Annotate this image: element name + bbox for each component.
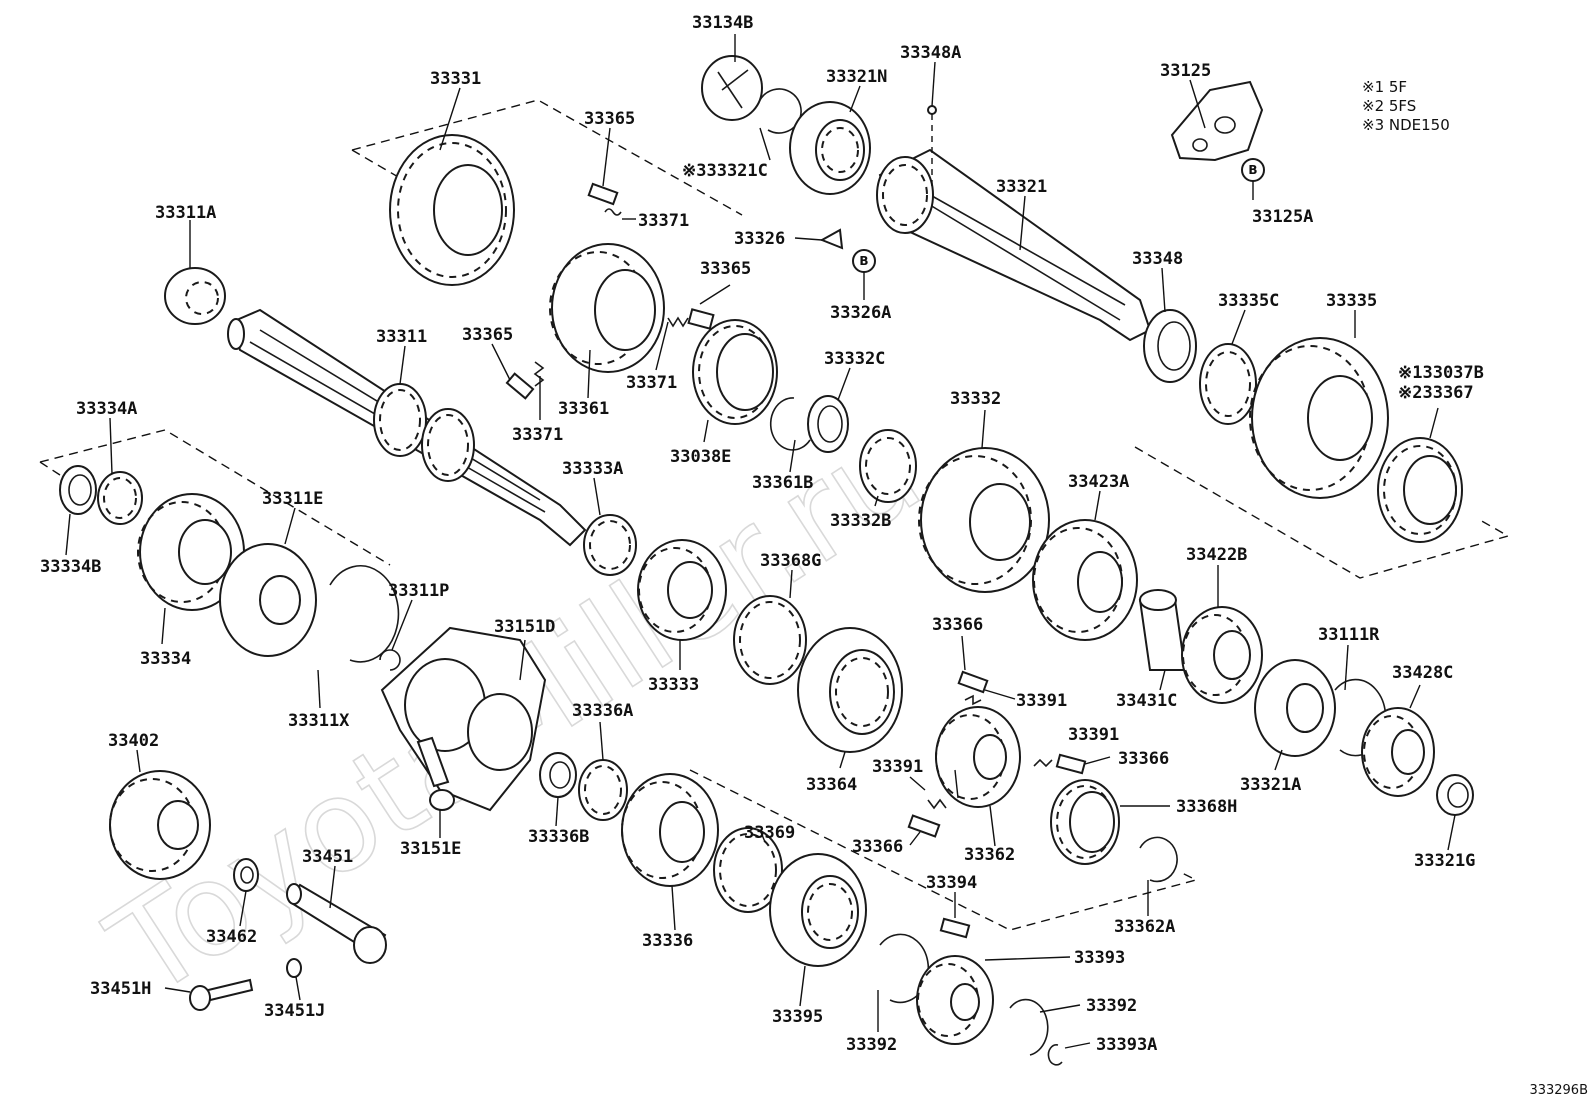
label-33334: 33334 xyxy=(140,649,191,669)
marker-b-group: B B xyxy=(852,158,1265,273)
label-33366-low: 33366 xyxy=(852,837,903,857)
label-33368G: 33368G xyxy=(760,551,821,571)
label-33402: 33402 xyxy=(108,731,159,751)
label-33311X: 33311X xyxy=(288,711,350,731)
label-33362: 33362 xyxy=(964,845,1015,865)
label-33423A: 33423A xyxy=(1068,472,1129,492)
label-33336A: 33336A xyxy=(572,701,633,721)
label-33392-right: 33392 xyxy=(1086,996,1137,1016)
input-shaft-33311 xyxy=(227,308,587,547)
marker-b-text-2: B xyxy=(859,254,868,268)
label-33336B: 33336B xyxy=(528,827,589,847)
label-33369: 33369 xyxy=(744,823,795,843)
label-33333A: 33333A xyxy=(562,459,623,479)
label-33037B: ※133037B xyxy=(1398,363,1484,383)
label-33361: 33361 xyxy=(558,399,609,419)
legend-note-2: ※2 5FS xyxy=(1362,97,1416,115)
output-shaft-33321 xyxy=(876,148,1152,342)
label-33362A: 33362A xyxy=(1114,917,1175,937)
label-33451: 33451 xyxy=(302,847,353,867)
label-33348: 33348 xyxy=(1132,249,1183,269)
label-33365-top: 33365 xyxy=(584,109,635,129)
label-33348A: 33348A xyxy=(900,43,961,63)
label-33134B: 33134B xyxy=(692,13,753,33)
label-33371-mid: 33371 xyxy=(626,373,677,393)
label-33334A: 33334A xyxy=(76,399,137,419)
label-33125A: 33125A xyxy=(1252,207,1313,227)
label-33332: 33332 xyxy=(950,389,1001,409)
label-33367: ※233367 xyxy=(1398,383,1474,403)
label-33371-top: 33371 xyxy=(638,211,689,231)
label-33335: 33335 xyxy=(1326,291,1377,311)
label-33391-low: 33391 xyxy=(872,757,923,777)
label-33326: 33326 xyxy=(734,229,785,249)
label-33321C: ※333321C xyxy=(682,161,768,181)
assembly-outlines xyxy=(39,99,1510,931)
label-33391-mid: 33391 xyxy=(1068,725,1119,745)
part-labels: 33134B 33348A 33321N 33125 33331 33365 ※… xyxy=(40,13,1484,1055)
diagram-reference-code: 333296B xyxy=(1529,1083,1588,1098)
label-33331: 33331 xyxy=(430,69,481,89)
label-33321A: 33321A xyxy=(1240,775,1301,795)
label-33371-left: 33371 xyxy=(512,425,563,445)
label-33321G: 33321G xyxy=(1414,851,1475,871)
legend-note-3: ※3 NDE150 xyxy=(1362,116,1450,134)
label-33333: 33333 xyxy=(648,675,699,695)
label-33451H: 33451H xyxy=(90,979,151,999)
label-33151E: 33151E xyxy=(400,839,461,859)
label-33321N: 33321N xyxy=(826,67,887,87)
label-33422B: 33422B xyxy=(1186,545,1247,565)
label-33311P: 33311P xyxy=(388,581,449,601)
label-33311: 33311 xyxy=(376,327,427,347)
label-33394: 33394 xyxy=(926,873,977,893)
label-33395: 33395 xyxy=(772,1007,823,1027)
label-33111R: 33111R xyxy=(1318,625,1380,645)
label-33335C: 33335C xyxy=(1218,291,1279,311)
label-33125: 33125 xyxy=(1160,61,1211,81)
reverse-shaft-33451 xyxy=(286,883,387,964)
gear-parts xyxy=(59,55,1474,1066)
label-33366-top: 33366 xyxy=(932,615,983,635)
label-33364: 33364 xyxy=(806,775,857,795)
label-33365-left: 33365 xyxy=(462,325,513,345)
label-33361B: 33361B xyxy=(752,473,813,493)
label-33326A: 33326A xyxy=(830,303,891,323)
label-33451J: 33451J xyxy=(264,1001,325,1021)
label-33336: 33336 xyxy=(642,931,693,951)
label-33391-top: 33391 xyxy=(1016,691,1067,711)
label-33332B: 33332B xyxy=(830,511,891,531)
label-33431C: 33431C xyxy=(1116,691,1177,711)
label-33332C: 33332C xyxy=(824,349,885,369)
label-33151D: 33151D xyxy=(494,617,555,637)
label-33393: 33393 xyxy=(1074,948,1125,968)
label-33311A: 33311A xyxy=(155,203,216,223)
label-33392-left: 33392 xyxy=(846,1035,897,1055)
label-33428C: 33428C xyxy=(1392,663,1453,683)
marker-b-text-1: B xyxy=(1248,163,1257,177)
label-33321: 33321 xyxy=(996,177,1047,197)
leader-lines xyxy=(65,34,1456,1049)
legend: ※1 5F ※2 5FS ※3 NDE150 xyxy=(1362,78,1450,134)
label-33334B: 33334B xyxy=(40,557,101,577)
legend-note-1: ※1 5F xyxy=(1362,78,1407,96)
label-33393A: 33393A xyxy=(1096,1035,1157,1055)
label-33462: 33462 xyxy=(206,927,257,947)
label-33368H: 33368H xyxy=(1176,797,1237,817)
label-33311E: 33311E xyxy=(262,489,323,509)
label-33038E: 33038E xyxy=(670,447,731,467)
label-33366-mid: 33366 xyxy=(1118,749,1169,769)
label-33365-mid: 33365 xyxy=(700,259,751,279)
